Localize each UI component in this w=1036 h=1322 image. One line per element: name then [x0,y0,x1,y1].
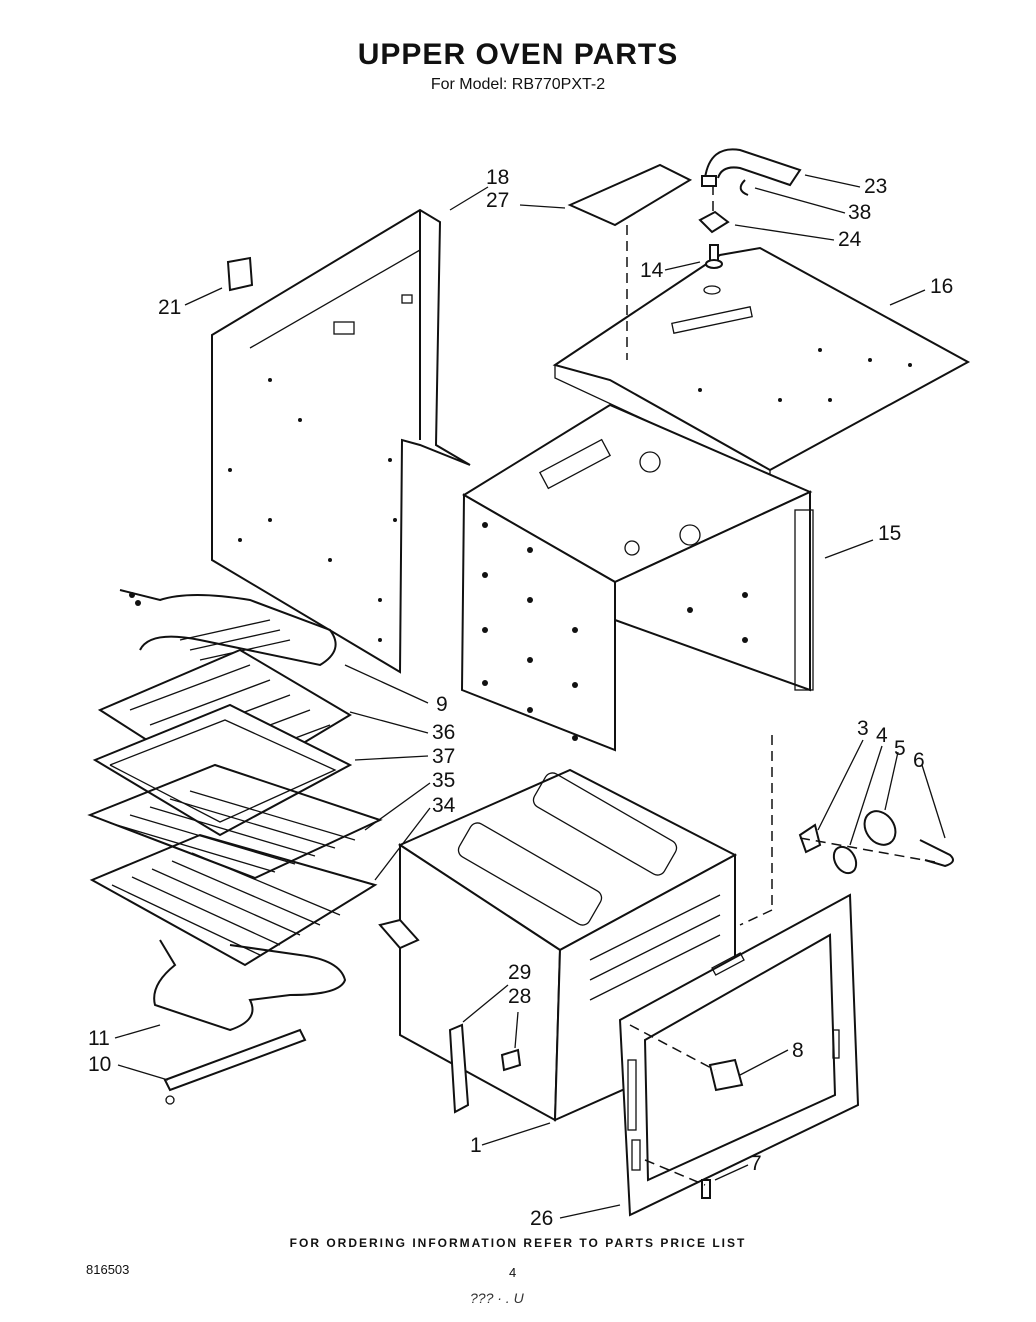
terminal-block [698,210,730,234]
page-title: UPPER OVEN PARTS [357,38,679,71]
callout-21: 21 [158,296,182,319]
oven-liner-box [460,403,814,752]
bracket-21 [226,256,254,292]
wire-harness [701,148,802,187]
callout-15: 15 [878,522,902,545]
latch-7 [701,1179,711,1199]
callout-5: 5 [894,737,906,760]
oven-rack-lower [89,833,378,967]
callout-14: 14 [640,259,664,282]
top-panel [552,246,971,480]
callout-4: 4 [876,724,888,747]
door-frame [618,893,860,1217]
callout-38: 38 [848,201,872,224]
callout-3: 3 [857,717,869,740]
callout-29: 29 [508,961,532,984]
callout-18: 18 [486,166,510,189]
document-number: 816503 [86,1262,130,1277]
alignment-lines [626,185,936,1186]
ordering-note: FOR ORDERING INFORMATION REFER TO PARTS … [289,1236,747,1250]
callout-8: 8 [792,1039,804,1062]
callout-11: 11 [88,1027,110,1050]
light-socket [798,823,822,854]
door-stop [708,1058,744,1092]
clip [739,179,749,196]
leader-lines [114,174,946,1219]
light-lens [863,810,897,846]
callout-36: 36 [432,721,456,744]
light-bulb [832,845,858,875]
callout-10: 10 [88,1053,112,1076]
callout-16: 16 [930,275,954,298]
bake-element [153,939,347,1105]
callout-26: 26 [530,1207,554,1230]
callout-7: 7 [750,1152,762,1175]
model-subtitle: For Model: RB770PXT-2 [430,76,606,93]
callout-24: 24 [838,228,862,251]
stud [703,244,723,295]
light-wire [919,839,955,868]
callout-23: 23 [864,175,888,198]
hinge-29 [448,1023,470,1114]
handwritten-note: ??? · . U [470,1290,524,1306]
junction-cover [567,163,693,227]
hinge-28 [500,1048,522,1072]
back-panel [211,208,471,674]
page-number: 4 [509,1265,517,1280]
callout-9: 9 [436,693,448,716]
callout-1: 1 [470,1134,482,1157]
callout-37: 37 [432,745,456,768]
callout-34: 34 [432,794,456,817]
callout-35: 35 [432,769,456,792]
callout-28: 28 [508,985,532,1008]
broiler-element [119,589,337,667]
callout-6: 6 [913,749,925,772]
callout-27: 27 [486,189,510,212]
